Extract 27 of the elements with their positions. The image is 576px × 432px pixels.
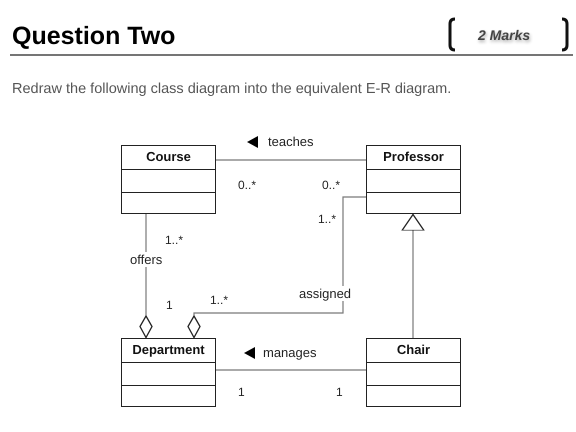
multiplicity-label: 1 xyxy=(166,298,173,312)
multiplicity-label: 1..* xyxy=(210,293,228,307)
connector-line xyxy=(216,369,366,371)
class-box xyxy=(121,145,216,214)
multiplicity-label: 1 xyxy=(336,385,343,399)
class-name: Course xyxy=(122,146,215,170)
connector-line xyxy=(401,214,425,338)
class-name: Department xyxy=(122,339,215,363)
multiplicity-label: 1 xyxy=(238,385,245,399)
multiplicity-label: 0..* xyxy=(238,178,256,192)
edge-label: teaches xyxy=(267,134,315,149)
connector-line xyxy=(216,159,366,161)
multiplicity-label: 0..* xyxy=(322,178,340,192)
class-name: Chair xyxy=(367,339,460,363)
edge-label: offers xyxy=(129,252,164,267)
marks-label: 2 Marks xyxy=(478,28,530,42)
connector-line xyxy=(139,214,153,338)
class-name: Professor xyxy=(367,146,460,170)
question-title: Question Two xyxy=(12,22,176,51)
instruction-text: Redraw the following class diagram into the equivalent E-R diagram. xyxy=(12,82,452,96)
multiplicity-label: 1..* xyxy=(318,212,336,226)
edge-label: assigned xyxy=(298,286,352,301)
connector-line xyxy=(187,196,366,338)
multiplicity-label: 1..* xyxy=(165,233,184,247)
class-box xyxy=(121,338,216,407)
class-box xyxy=(366,338,461,407)
class-box xyxy=(366,145,461,214)
